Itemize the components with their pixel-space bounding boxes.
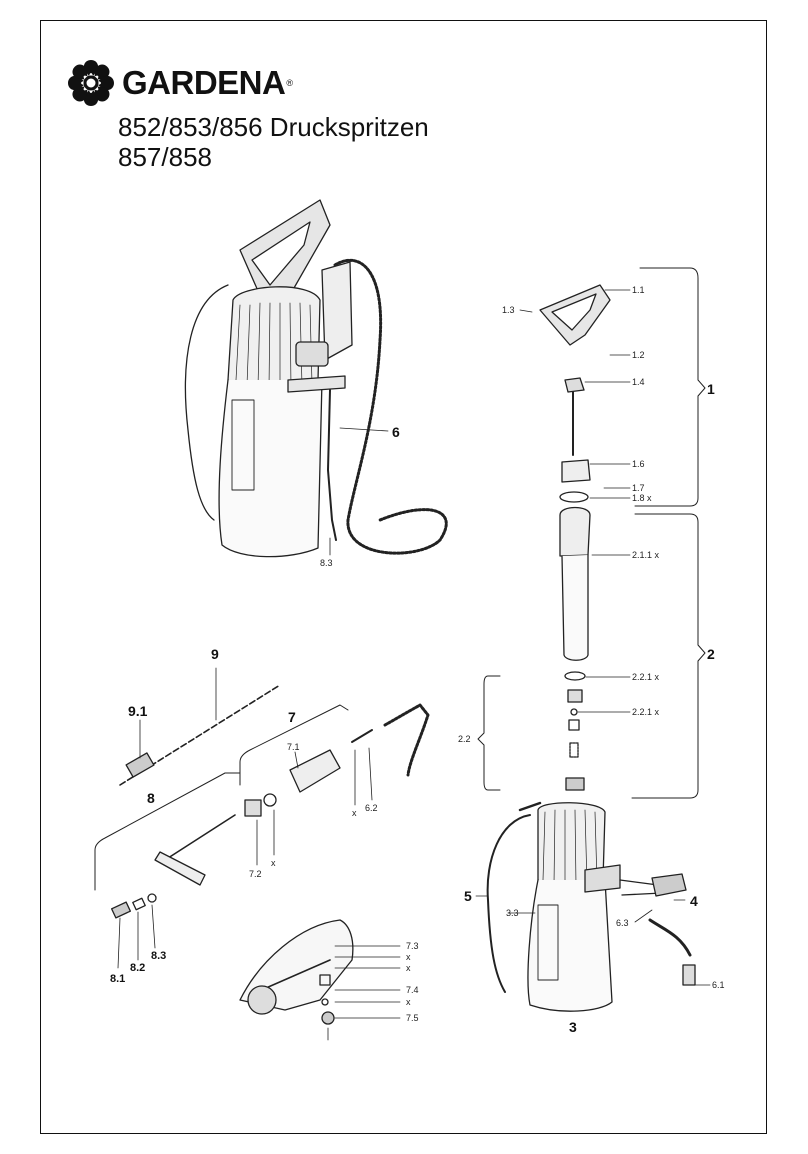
page-frame bbox=[40, 20, 767, 1134]
label-x-4: x bbox=[406, 963, 411, 973]
label-6-2: 6.2 bbox=[365, 803, 378, 813]
group-label-5: 5 bbox=[464, 888, 472, 904]
label-2-2-1-a: 2.2.1 x bbox=[632, 672, 660, 682]
exploded-pump-column bbox=[486, 284, 696, 1012]
brand-name: GARDENA bbox=[122, 64, 286, 101]
group-label-7: 7 bbox=[288, 709, 296, 725]
label-1-2: 1.2 bbox=[632, 350, 645, 360]
label-8-3: 8.3 bbox=[151, 950, 166, 962]
group-label-9: 9 bbox=[211, 646, 219, 662]
gardena-logo: GARDENA® bbox=[66, 58, 293, 108]
group-label-9-1: 9.1 bbox=[128, 703, 148, 719]
lance-parts bbox=[110, 684, 430, 1025]
label-7-2: 7.2 bbox=[249, 869, 262, 879]
label-2-2: 2.2 bbox=[458, 734, 471, 744]
label-x-2: x bbox=[271, 858, 276, 868]
leader-lines bbox=[117, 289, 711, 1041]
label-1-3: 1.3 bbox=[502, 305, 515, 315]
label-x-5: x bbox=[406, 997, 411, 1007]
label-1-8: 1.8 x bbox=[632, 493, 652, 503]
label-1-6: 1.6 bbox=[632, 459, 645, 469]
label-7-1: 7.1 bbox=[287, 742, 300, 752]
group-label-6: 6 bbox=[392, 424, 400, 440]
label-8-1: 8.1 bbox=[110, 973, 125, 985]
label-1-4: 1.4 bbox=[632, 377, 645, 387]
label-7-4: 7.4 bbox=[406, 985, 419, 995]
label-1-1: 1.1 bbox=[632, 285, 645, 295]
label-8-2: 8.2 bbox=[130, 962, 145, 974]
group-numbers: 1 2 3 4 5 6 7 8 9 9.1 bbox=[128, 381, 715, 1035]
label-3-3: 3.3 bbox=[506, 908, 519, 918]
registered-mark: ® bbox=[286, 78, 293, 88]
gardena-flower-icon bbox=[68, 60, 114, 106]
label-8-3-top: 8.3 bbox=[320, 558, 333, 568]
label-7-3: 7.3 bbox=[406, 941, 419, 951]
group-label-4: 4 bbox=[690, 893, 698, 909]
group-label-3: 3 bbox=[569, 1019, 577, 1035]
group-brackets bbox=[94, 267, 706, 891]
label-x-3: x bbox=[406, 952, 411, 962]
group-label-1: 1 bbox=[707, 381, 715, 397]
group-label-8: 8 bbox=[147, 790, 155, 806]
group-label-2: 2 bbox=[707, 646, 715, 662]
label-6-1: 6.1 bbox=[712, 980, 725, 990]
label-2-2-1-b: 2.2.1 x bbox=[632, 707, 660, 717]
label-x-1: x bbox=[352, 808, 357, 818]
part-labels: 1.1 1.3 1.2 1.4 1.6 1.7 1.8 x 2.1.1 x 2.… bbox=[110, 285, 725, 1023]
label-1-7: 1.7 bbox=[632, 483, 645, 493]
label-6-3: 6.3 bbox=[616, 918, 629, 928]
label-7-5: 7.5 bbox=[406, 1013, 419, 1023]
title-line-2: 857/858 bbox=[118, 142, 212, 172]
document-title: 852/853/856 Druckspritzen 857/858 bbox=[118, 112, 429, 172]
assembled-sprayer bbox=[184, 199, 448, 558]
title-line-1: 852/853/856 Druckspritzen bbox=[118, 112, 429, 142]
label-2-1-1: 2.1.1 x bbox=[632, 550, 660, 560]
